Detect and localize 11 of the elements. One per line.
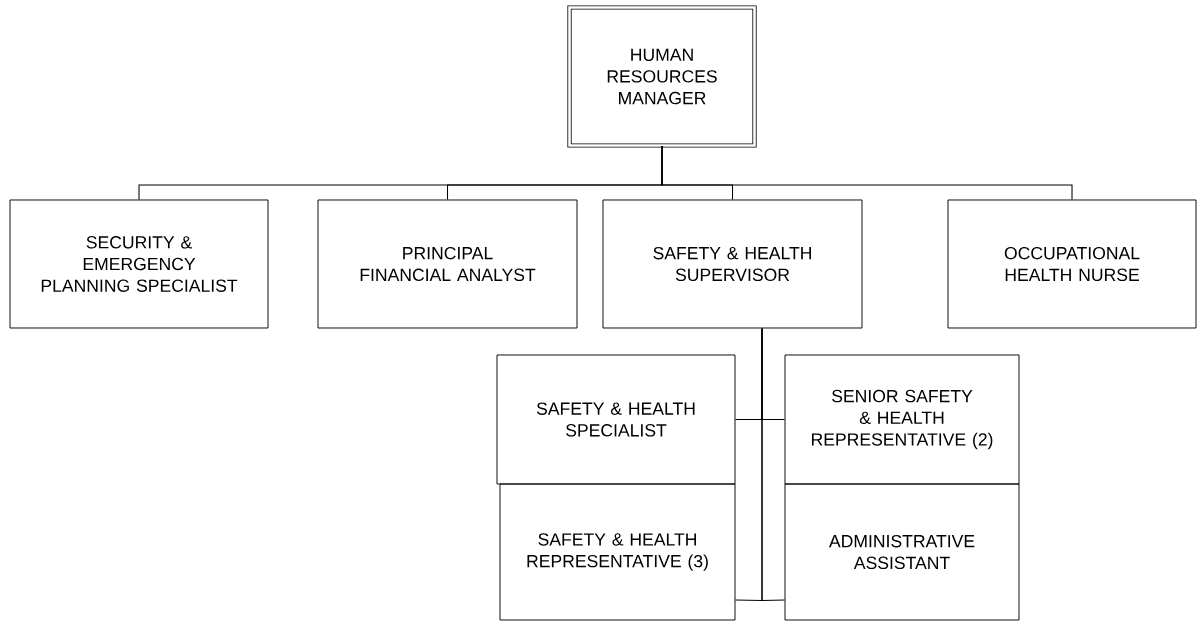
position-box: SECURITY & EMERGENCY PLANNING SPECIALIST — [9, 199, 269, 329]
position-box: SAFETY & HEALTH SUPERVISOR — [602, 199, 863, 329]
position-box: SENIOR SAFETY & HEALTH REPRESENTATIVE (2) — [784, 354, 1020, 485]
position-box: ADMINISTRATIVE ASSISTANT — [784, 483, 1020, 621]
position-box: PRINCIPAL FINANCIAL ANALYST — [317, 199, 578, 329]
connector-line — [661, 145, 1073, 201]
position-box: OCCUPATIONAL HEALTH NURSE — [947, 199, 1197, 329]
position-box: SAFETY & HEALTH SPECIALIST — [496, 354, 736, 485]
connector-line — [761, 327, 786, 601]
position-box: SAFETY & HEALTH REPRESENTATIVE (3) — [499, 483, 736, 621]
manager-box: HUMAN RESOURCES MANAGER — [567, 5, 757, 148]
